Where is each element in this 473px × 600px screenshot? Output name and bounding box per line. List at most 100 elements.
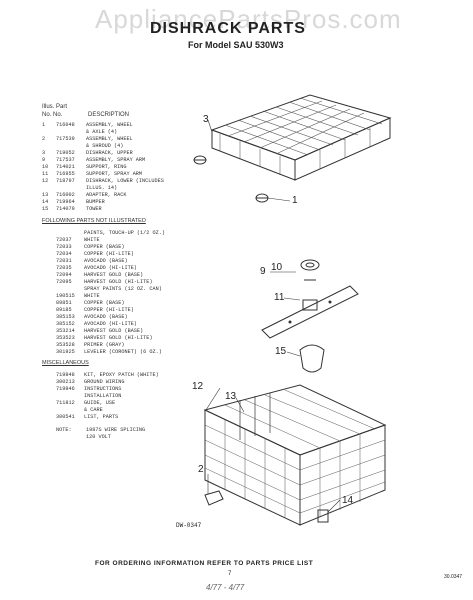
table-row: 72034 COPPER (HI-LITE) xyxy=(56,251,206,258)
note-label: NOTE: xyxy=(56,427,72,433)
callout-12: 12 xyxy=(192,381,204,392)
part-number: 717537 xyxy=(56,157,75,163)
table-row: & CARE xyxy=(56,407,206,414)
part-number: 719052 xyxy=(56,150,75,156)
illus-number: 9 xyxy=(42,157,46,163)
table-row: 385152 AVOCADO (HI-LITE) xyxy=(56,321,206,328)
part-number: 89185 xyxy=(56,307,72,313)
part-number: 300213 xyxy=(56,379,75,385)
wheel-part-3 xyxy=(193,155,207,165)
part-number: 72095 xyxy=(56,279,72,285)
callout-13: 13 xyxy=(225,391,237,402)
part-number: 301925 xyxy=(56,349,75,355)
table-row: INSTALLATION xyxy=(56,393,206,400)
ordering-footer: FOR ORDERING INFORMATION REFER TO PARTS … xyxy=(95,560,314,567)
illus-number: 2 xyxy=(42,136,46,142)
table-row: & SHROUD (4) xyxy=(42,143,202,150)
page-number: 7 xyxy=(228,571,232,577)
signature: 4/77 - 4/77 xyxy=(206,583,245,592)
table-row: 385153 AVOCADO (BASE) xyxy=(56,314,206,321)
part-number: 89851 xyxy=(56,300,72,306)
part-description: INSTRUCTIONS xyxy=(84,386,122,392)
part-description: HARVEST GOLD (BASE) xyxy=(84,272,144,278)
illus-number: 14 xyxy=(42,199,49,205)
part-description: ASSEMBLY, WHEEL xyxy=(86,136,133,142)
callout-3: 3 xyxy=(203,114,209,125)
table-row: SPRAY PAINTS (12 OZ. CAN) xyxy=(56,286,206,293)
part-description: LEVELER (CORONET) (6 OZ.) xyxy=(84,349,162,355)
illus-number: 15 xyxy=(42,206,49,212)
part-description: WHITE xyxy=(84,237,100,243)
note-text: 1987S WIRE SPLICING xyxy=(86,427,146,433)
page-subtitle: For Model SAU 530W3 xyxy=(188,40,284,50)
part-description: COPPER (HI-LITE) xyxy=(84,251,134,257)
part-number: 72034 xyxy=(56,251,72,257)
illus-number: 1 xyxy=(42,122,46,128)
callout-14: 14 xyxy=(342,495,354,506)
callout-2: 2 xyxy=(198,464,204,475)
table-row: 15 714079 TOWER xyxy=(42,206,202,213)
illus-number: 12 xyxy=(42,178,49,184)
table-row: 300213 GROUND WIRING xyxy=(56,379,206,386)
part-description: ILLUS. 14) xyxy=(86,185,118,191)
table-row: 2 717539 ASSEMBLY, WHEEL xyxy=(42,136,202,143)
table-row: & AXLE (4) xyxy=(42,129,202,136)
part-number: 719964 xyxy=(56,199,75,205)
part-number: 72094 xyxy=(56,272,72,278)
part-number: 385153 xyxy=(56,314,75,320)
part-number: 716955 xyxy=(56,171,75,177)
table-row: 72094 HARVEST GOLD (BASE) xyxy=(56,272,206,279)
table-header-illus: Illus. Part xyxy=(42,104,68,110)
part-description: KIT, EPOXY PATCH (WHITE) xyxy=(84,372,159,378)
part-number: 714079 xyxy=(56,206,75,212)
part-number: 711812 xyxy=(56,400,75,406)
table-row: 301925 LEVELER (CORONET) (6 OZ.) xyxy=(56,349,206,356)
part-description: AVOCADO (BASE) xyxy=(84,314,128,320)
miscellaneous-heading: MISCELLANEOUS xyxy=(42,360,89,366)
table-row: PAINTS, TOUCH-UP (1/2 OZ.) xyxy=(56,230,206,237)
part-number: 300541 xyxy=(56,414,75,420)
part-description: TOWER xyxy=(86,206,102,212)
part-description: HARVEST GOLD (HI-LITE) xyxy=(84,279,153,285)
part-description: LIST, PARTS xyxy=(84,414,119,420)
part-number: 717539 xyxy=(56,136,75,142)
part-description: SPRAY PAINTS (12 OZ. CAN) xyxy=(84,286,162,292)
part-number: 716048 xyxy=(56,122,75,128)
not-illustrated-heading: FOLLOWING PARTS NOT ILLUSTRATED xyxy=(42,218,146,224)
table-header-description: DESCRIPTION xyxy=(88,112,130,118)
part-number: 716002 xyxy=(56,192,75,198)
part-number: 385152 xyxy=(56,321,75,327)
note-text-2: 120 VOLT xyxy=(86,434,111,440)
part-description: COPPER (BASE) xyxy=(84,244,125,250)
part-description: DISHRACK, LOWER (INCLUDES xyxy=(86,178,164,184)
illus-number: 11 xyxy=(42,171,49,177)
part-description: AVOCADO (BASE) xyxy=(84,258,128,264)
part-description: ADAPTER, RACK xyxy=(86,192,127,198)
page-title: DISHRACK PARTS xyxy=(150,20,306,37)
part-description: AVOCADO (HI-LITE) xyxy=(84,321,137,327)
part-description: & SHROUD (4) xyxy=(86,143,124,149)
bumper-part-14 xyxy=(317,509,329,523)
part-number: 353523 xyxy=(56,335,75,341)
tower xyxy=(299,344,325,373)
wheel-part-1 xyxy=(255,193,269,203)
part-description: & CARE xyxy=(84,407,103,413)
part-description: PRIMER (GRAY) xyxy=(84,342,125,348)
part-description: ASSEMBLY, SPRAY ARM xyxy=(86,157,146,163)
callout-15: 15 xyxy=(275,346,287,357)
part-description: GROUND WIRING xyxy=(84,379,125,385)
